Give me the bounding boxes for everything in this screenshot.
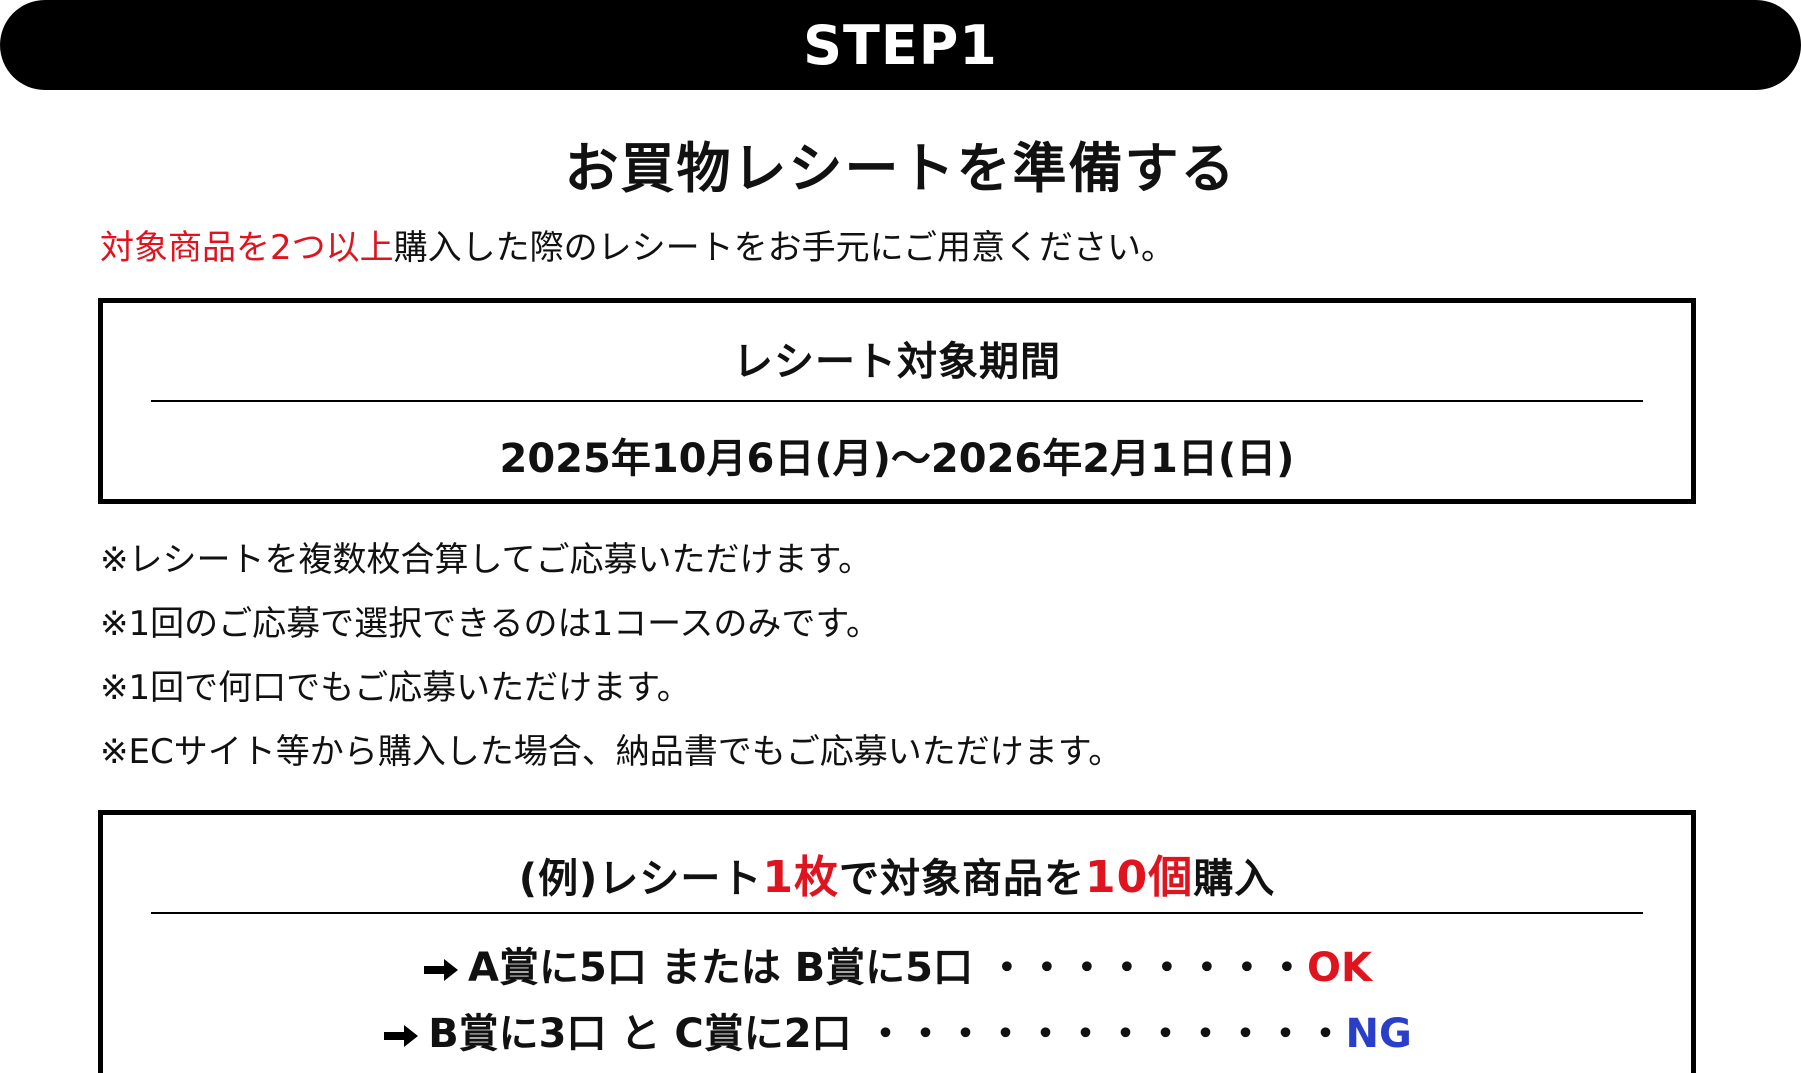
example-line-ng: B賞に3口 と C賞に2口 ・・・・・・・・・・・・NG [103,1001,1691,1059]
example-title-highlight: 1枚 [762,852,839,903]
note-item: ※1回で何口でもご応募いただけます。 [100,668,691,708]
example-title-part: 購入 [1193,856,1276,902]
example-title-highlight: 10個 [1084,852,1194,903]
notes-list: ※レシートを複数枚合算してご応募いただけます。 ※1回のご応募で選択できるのは1… [100,536,1122,792]
result-ng: NG [1345,1011,1412,1057]
example-line-text: B賞に3口 と C賞に2口 ・・・・・・・・・・・・ [428,1011,1346,1057]
period-title: レシート対象期間 [733,339,1061,385]
arrow-right-icon [424,959,459,981]
example-title: (例)レシート1枚で対象商品を10個購入 [103,841,1691,905]
example-title-part: で対象商品を [838,856,1085,902]
step-banner: STEP1 [0,0,1801,90]
period-value: 2025年10月6日(月)～2026年2月1日(日) [499,436,1295,482]
page-heading: お買物レシートを準備する [564,137,1237,200]
intro-text: 対象商品を2つ以上購入した際のレシートをお手元にご用意ください。 [100,220,1175,269]
period-box: レシート対象期間 2025年10月6日(月)～2026年2月1日(日) [98,298,1696,504]
note-item: ※1回のご応募で選択できるのは1コースのみです。 [100,604,880,644]
arrow-right-icon [384,1025,419,1047]
intro-rest: 購入した際のレシートをお手元にご用意ください。 [393,228,1175,268]
example-title-part: (例)レシート [518,856,763,902]
example-box: (例)レシート1枚で対象商品を10個購入 A賞に5口 または B賞に5口 ・・・… [98,810,1696,1073]
example-line-text: A賞に5口 または B賞に5口 ・・・・・・・・ [468,945,1307,991]
result-ok: OK [1306,945,1372,991]
example-line-ok: A賞に5口 または B賞に5口 ・・・・・・・・OK [103,935,1691,993]
intro-highlight: 対象商品を2つ以上 [100,228,394,268]
note-item: ※ECサイト等から購入した場合、納品書でもご応募いただけます。 [100,732,1123,772]
example-divider [151,912,1643,914]
note-item: ※レシートを複数枚合算してご応募いただけます。 [100,540,873,580]
step-label: STEP1 [803,13,998,77]
period-divider [151,400,1643,402]
